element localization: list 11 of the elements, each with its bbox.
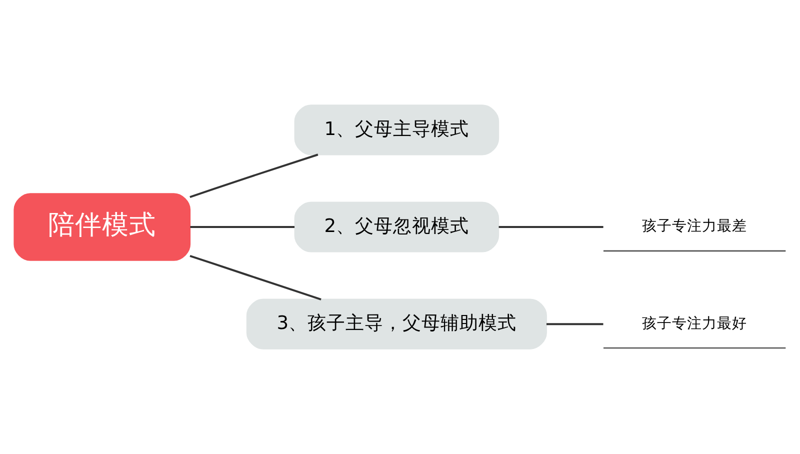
node-text: 孩子专注力最差 [642, 218, 748, 235]
node-box: 1、父母主导模式 [294, 104, 500, 156]
connector [190, 226, 295, 228]
node-box: 2、父母忽视模式 [294, 202, 500, 252]
connector [190, 154, 318, 198]
node-box: 3、孩子主导，父母辅助模式 [246, 298, 547, 350]
connector [190, 254, 322, 300]
node-text: 孩子专注力最好 [642, 314, 748, 332]
connector [546, 323, 604, 326]
connector [498, 226, 604, 228]
node-box: 陪伴模式 [14, 193, 191, 261]
